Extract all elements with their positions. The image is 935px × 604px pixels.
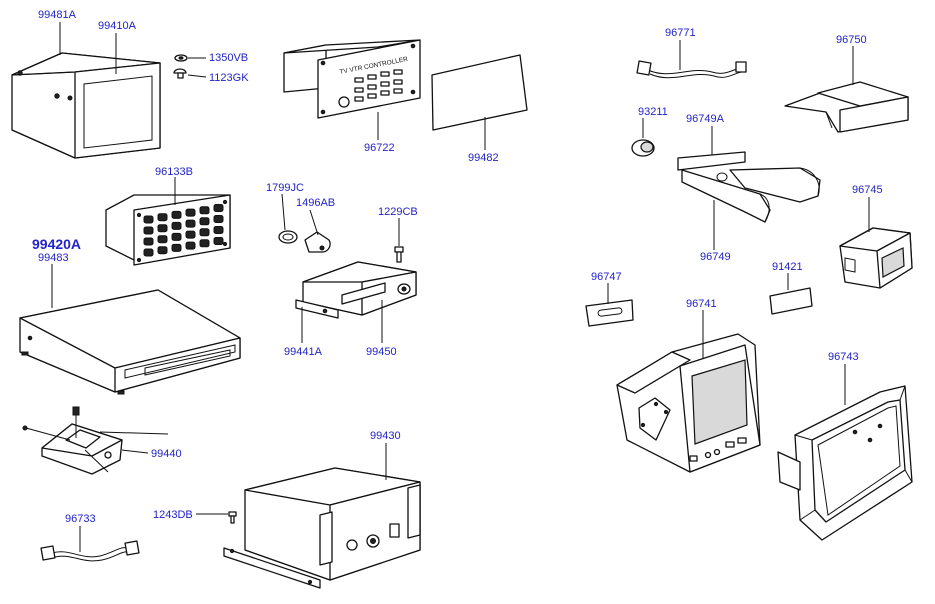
mounting-frame-part [777, 385, 913, 541]
sheet-part [431, 54, 528, 131]
label-96771: 96771 [665, 27, 696, 39]
label-1799JC: 1799JC [266, 182, 304, 194]
keypad-key [157, 224, 168, 233]
clamp-part [278, 230, 298, 244]
harness-96733-part [40, 540, 140, 562]
keypad-key [185, 208, 196, 217]
plate-96747-part [585, 299, 634, 327]
label-99440: 99440 [151, 448, 182, 460]
keypad-key [143, 237, 154, 246]
keypad-key [213, 237, 224, 245]
label-99410A: 99410A [98, 20, 136, 32]
screw-1243DB-part [228, 511, 237, 524]
leader-99440 [121, 449, 149, 454]
label-91421-part [769, 287, 813, 315]
label-1243DB: 1243DB [153, 509, 193, 521]
label-96722: 96722 [364, 142, 395, 154]
leader-1496AB [309, 209, 319, 236]
power-unit-part [223, 467, 421, 589]
keypad-key [199, 239, 210, 248]
label-99441A: 99441A [284, 346, 322, 358]
large-monitor-part [616, 333, 761, 473]
leader-1799JC [281, 193, 286, 231]
keypad-key [171, 210, 182, 219]
label-99450: 99450 [366, 346, 397, 358]
label-99420A: 99420A [32, 236, 82, 252]
small-monitor-part [839, 227, 913, 289]
label-1229CB: 1229CB [378, 206, 418, 218]
keypad-key [171, 221, 182, 230]
label-96743: 96743 [828, 351, 859, 363]
clip-part [304, 231, 331, 253]
keypad-key [157, 235, 168, 244]
label-96749: 96749 [700, 251, 731, 263]
leader-1123GK [187, 74, 207, 78]
keypad-key [171, 232, 182, 241]
label-96747: 96747 [591, 271, 622, 283]
keypad-key [199, 228, 210, 237]
keypad-key [157, 213, 168, 222]
adapter-box-part [295, 261, 417, 319]
keypad-key [143, 248, 154, 257]
cover-96750-part [784, 81, 909, 133]
keypad-key [143, 215, 154, 224]
keypad-key [185, 241, 196, 250]
label-1123GK: 1123GK [209, 72, 249, 84]
label-96741: 96741 [686, 298, 717, 310]
label-1350VB: 1350VB [209, 52, 249, 64]
keypad-key [213, 204, 224, 212]
keypad-key [213, 215, 224, 223]
screw-part [173, 54, 188, 79]
bolt-part [394, 246, 404, 263]
vcr-deck-part [19, 289, 241, 395]
keypad-key [185, 219, 196, 228]
controller-part: TV VTR CONTROLLER [283, 39, 421, 119]
keypad-key [157, 246, 168, 255]
bracket-part [677, 151, 821, 223]
label-96749A: 96749A [686, 113, 724, 125]
keypad-key [213, 226, 224, 234]
joystick-part [22, 406, 169, 475]
keypad-key [199, 206, 210, 215]
keypad-key [171, 243, 182, 252]
label-99430: 99430 [370, 430, 401, 442]
harness-96771-part [636, 60, 747, 79]
grommet-part [631, 139, 655, 157]
monitor-hood-part [11, 52, 161, 159]
label-99483: 99483 [38, 252, 69, 264]
label-93211: 93211 [638, 106, 668, 118]
keypad-key [185, 230, 196, 239]
label-91421: 91421 [772, 261, 803, 273]
keypad-part [105, 194, 231, 266]
label-99482: 99482 [468, 152, 499, 164]
label-96750: 96750 [836, 34, 867, 46]
label-96133B: 96133B [155, 166, 193, 178]
label-1496AB: 1496AB [296, 197, 336, 209]
label-96733: 96733 [65, 513, 96, 525]
keypad-keys [143, 204, 224, 257]
keypad-key [199, 217, 210, 226]
label-99481A: 99481A [38, 9, 76, 21]
label-96745: 96745 [852, 184, 883, 196]
keypad-key [143, 226, 154, 235]
